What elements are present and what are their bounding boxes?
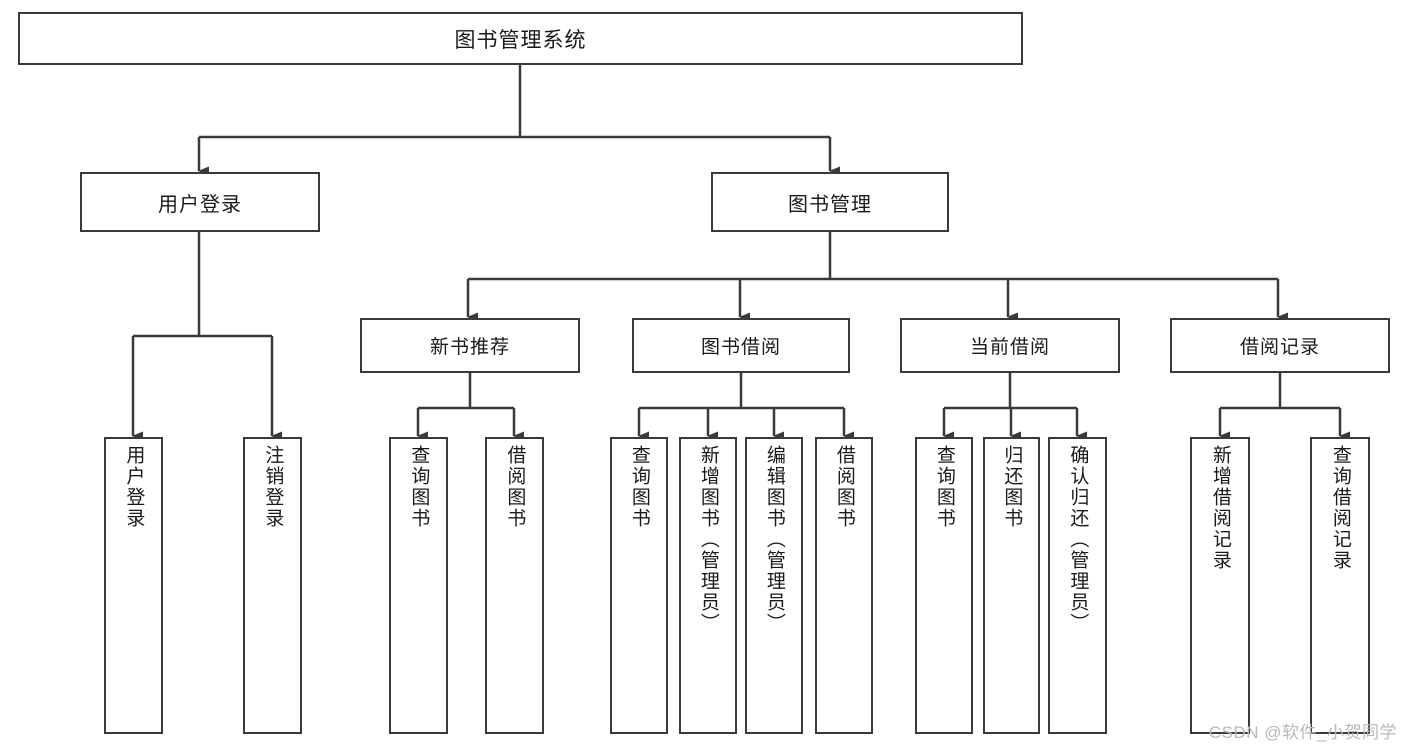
leaf-user-logout[interactable]: 注销登录	[243, 437, 302, 734]
node-root-system[interactable]: 图书管理系统	[18, 12, 1023, 65]
leaf-borrow-book[interactable]: 借阅图书	[815, 437, 873, 734]
leaf-edit-book-admin[interactable]: 编辑图书（管理员）	[745, 437, 803, 734]
node-label: 借阅记录	[1239, 337, 1320, 358]
leaf-add-borrow-record[interactable]: 新增借阅记录	[1190, 437, 1250, 734]
node-label: 当前借阅	[969, 337, 1050, 358]
node-user-login[interactable]: 用户登录	[80, 172, 320, 232]
node-book-management[interactable]: 图书管理	[711, 172, 949, 232]
node-borrow-record[interactable]: 借阅记录	[1170, 318, 1390, 373]
leaf-query-book-borrow[interactable]: 查询图书	[610, 437, 668, 734]
node-label: 查询图书	[933, 445, 955, 529]
node-label: 注销登录	[262, 445, 284, 529]
node-label: 用户登录	[158, 193, 242, 216]
node-label: 图书管理系统	[454, 28, 587, 52]
node-label: 新增借阅记录	[1209, 445, 1231, 571]
node-label: 图书管理	[788, 193, 872, 216]
node-label: 新增图书（管理员）	[697, 445, 719, 634]
leaf-query-book-recommend[interactable]: 查询图书	[389, 437, 448, 734]
node-label: 借阅图书	[833, 445, 855, 529]
leaf-confirm-return-admin[interactable]: 确认归还（管理员）	[1048, 437, 1107, 734]
leaf-add-book-admin[interactable]: 新增图书（管理员）	[679, 437, 737, 734]
node-label: 图书借阅	[700, 337, 781, 358]
node-label: 用户登录	[123, 445, 145, 529]
leaf-query-borrow-record[interactable]: 查询借阅记录	[1310, 437, 1370, 734]
node-book-borrow[interactable]: 图书借阅	[632, 318, 850, 373]
node-new-book-recommend[interactable]: 新书推荐	[360, 318, 580, 373]
node-label: 编辑图书（管理员）	[763, 445, 785, 634]
leaf-user-login[interactable]: 用户登录	[104, 437, 163, 734]
node-label: 借阅图书	[504, 445, 526, 529]
node-current-borrow[interactable]: 当前借阅	[900, 318, 1120, 373]
edges-group	[131, 65, 1350, 441]
node-label: 查询借阅记录	[1329, 445, 1351, 571]
leaf-query-book-current[interactable]: 查询图书	[915, 437, 973, 734]
leaf-borrow-book-recommend[interactable]: 借阅图书	[485, 437, 544, 734]
node-label: 归还图书	[1001, 445, 1023, 529]
csdn-watermark: CSDN @软件_小贺同学	[1208, 723, 1397, 742]
node-label: 确认归还（管理员）	[1067, 445, 1089, 634]
leaf-return-book[interactable]: 归还图书	[983, 437, 1040, 734]
node-label: 查询图书	[628, 445, 650, 529]
node-label: 查询图书	[408, 445, 430, 529]
node-label: 新书推荐	[429, 337, 510, 358]
